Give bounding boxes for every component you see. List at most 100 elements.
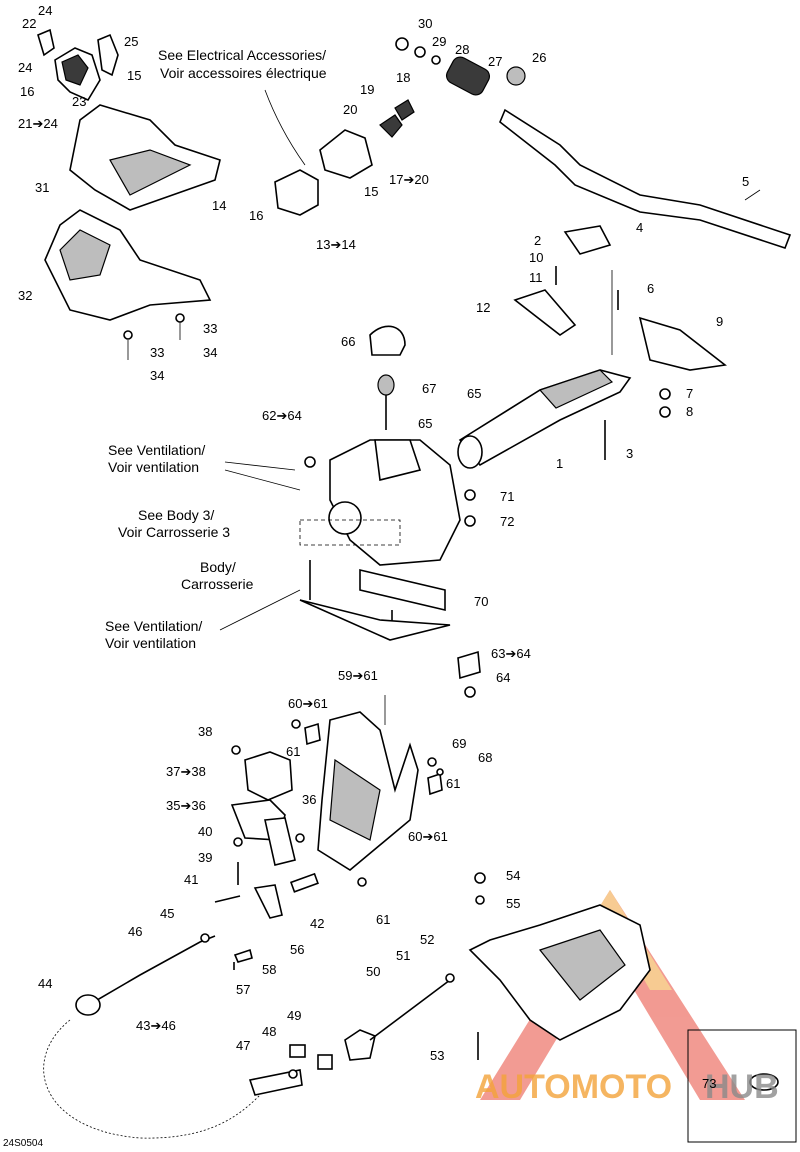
callout-19: 19 xyxy=(360,82,374,97)
callout-60-61: 60➔61 xyxy=(288,696,328,711)
callout-18: 18 xyxy=(396,70,410,85)
note-ventilation-top-2: Voir ventilation xyxy=(108,459,199,475)
callout-36: 36 xyxy=(302,792,316,807)
callout-37-38: 37➔38 xyxy=(166,764,206,779)
callout-61: 61 xyxy=(376,912,390,927)
note-ventilation-bottom-1: See Ventilation/ xyxy=(105,618,202,634)
steering-column-group xyxy=(457,225,727,469)
callout-13-14: 13➔14 xyxy=(316,237,356,252)
note-body3-2: Voir Carrosserie 3 xyxy=(118,524,230,540)
lever-group xyxy=(214,745,319,919)
callout-61: 61 xyxy=(446,776,460,791)
callout-57: 57 xyxy=(236,982,250,997)
callout-32: 32 xyxy=(18,288,32,303)
switch-housing-group xyxy=(264,89,415,216)
callout-48: 48 xyxy=(262,1024,276,1039)
callout-50: 50 xyxy=(366,964,380,979)
note-ventilation-top-1: See Ventilation/ xyxy=(108,442,205,458)
callout-39: 39 xyxy=(198,850,212,865)
callout-44: 44 xyxy=(38,976,52,991)
watermark-text-a: AUTOMOTO xyxy=(475,1068,672,1106)
callout-20: 20 xyxy=(343,102,357,117)
callout-59-61: 59➔61 xyxy=(338,668,378,683)
note-ventilation-bottom-2: Voir ventilation xyxy=(105,635,196,651)
inset-box xyxy=(687,1029,797,1143)
callout-17-20: 17➔20 xyxy=(389,172,429,187)
notes: See Electrical Accessories/ Voir accesso… xyxy=(105,47,327,651)
callout-42: 42 xyxy=(310,916,324,931)
callout-1: 1 xyxy=(556,456,563,471)
callout-54: 54 xyxy=(506,868,520,883)
note-body-1: Body/ xyxy=(200,559,236,575)
bracket-group xyxy=(291,695,444,887)
callout-45: 45 xyxy=(160,906,174,921)
handlebar-cover-group xyxy=(37,28,221,360)
handlebar-group xyxy=(395,37,792,249)
callout-46: 46 xyxy=(128,924,142,939)
callout-62-64: 62➔64 xyxy=(262,408,302,423)
callout-56: 56 xyxy=(290,942,304,957)
shift-arm-group xyxy=(288,872,651,1079)
callout-22: 22 xyxy=(22,16,36,31)
callout-7: 7 xyxy=(686,386,693,401)
callout-72: 72 xyxy=(500,514,514,529)
watermark-text: AUTOMOTO HUB xyxy=(475,1068,779,1106)
callout-5: 5 xyxy=(742,174,749,189)
callout-4: 4 xyxy=(636,220,643,235)
callout-23: 23 xyxy=(72,94,86,109)
diagram-id: 24S0504 xyxy=(3,1138,43,1149)
callout-60-61: 60➔61 xyxy=(408,829,448,844)
callout-34: 34 xyxy=(203,345,217,360)
callout-38: 38 xyxy=(198,724,212,739)
callout-58: 58 xyxy=(262,962,276,977)
callout-26: 26 xyxy=(532,50,546,65)
callout-24: 24 xyxy=(18,60,32,75)
callout-68: 68 xyxy=(478,750,492,765)
callout-63-64: 63➔64 xyxy=(491,646,531,661)
callout-33: 33 xyxy=(203,321,217,336)
callout-55: 55 xyxy=(506,896,520,911)
callout-29: 29 xyxy=(432,34,446,49)
callout-16: 16 xyxy=(249,208,263,223)
callout-3: 3 xyxy=(626,446,633,461)
callout-33: 33 xyxy=(150,345,164,360)
callout-14: 14 xyxy=(212,198,226,213)
callout-24: 24 xyxy=(38,3,52,18)
callout-15: 15 xyxy=(364,184,378,199)
callout-9: 9 xyxy=(716,314,723,329)
callout-61: 61 xyxy=(286,744,300,759)
callout-53: 53 xyxy=(430,1048,444,1063)
callout-40: 40 xyxy=(198,824,212,839)
callout-69: 69 xyxy=(452,736,466,751)
callout-34: 34 xyxy=(150,368,164,383)
callout-65: 65 xyxy=(467,386,481,401)
callout-41: 41 xyxy=(184,872,198,887)
callout-70: 70 xyxy=(474,594,488,609)
note-body3-1: See Body 3/ xyxy=(138,507,214,523)
callout-73: 73 xyxy=(702,1076,716,1091)
callout-11: 11 xyxy=(529,270,543,285)
callout-30: 30 xyxy=(418,16,432,31)
callout-52: 52 xyxy=(420,932,434,947)
callout-8: 8 xyxy=(686,404,693,419)
callout-15: 15 xyxy=(127,68,141,83)
callout-6: 6 xyxy=(647,281,654,296)
callout-51: 51 xyxy=(396,948,410,963)
callout-49: 49 xyxy=(287,1008,301,1023)
callout-16: 16 xyxy=(20,84,34,99)
callout-65: 65 xyxy=(418,416,432,431)
callout-21-24: 21➔24 xyxy=(18,116,58,131)
callout-43-46: 43➔46 xyxy=(136,1018,176,1033)
callout-47: 47 xyxy=(236,1038,250,1053)
callout-25: 25 xyxy=(124,34,138,49)
callout-71: 71 xyxy=(500,489,514,504)
watermark-text-b: HUB xyxy=(705,1068,779,1106)
callout-66: 66 xyxy=(341,334,355,349)
callout-10: 10 xyxy=(529,250,543,265)
callout-28: 28 xyxy=(455,42,469,57)
note-electrical-1: See Electrical Accessories/ xyxy=(158,47,326,63)
callout-12: 12 xyxy=(476,300,490,315)
callout-64: 64 xyxy=(496,670,510,685)
callout-labels: 24 22 25 24 15 16 23 21➔24 31 32 33 33 3… xyxy=(18,3,749,1091)
